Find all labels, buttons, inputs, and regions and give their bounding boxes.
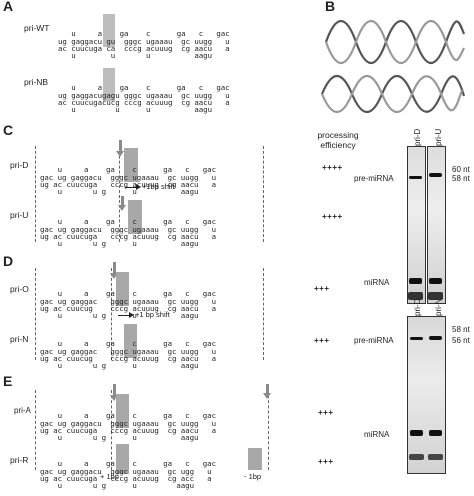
band-well	[428, 292, 443, 300]
size-marker: 56 nt	[452, 336, 470, 345]
cleavage-line-left	[35, 390, 36, 470]
highlight-ga-wt	[103, 14, 115, 47]
band-well	[409, 454, 424, 460]
band-pre-mirna	[409, 176, 422, 179]
band-pre-mirna	[429, 336, 442, 340]
cleavage-arrow-icon	[263, 384, 271, 399]
construct-label: pri-WT	[24, 23, 50, 33]
highlight-ga-d	[124, 148, 138, 182]
efficiency-value: +++	[318, 408, 334, 417]
gel-image-bottom	[407, 316, 446, 474]
gel-lane-label: pri-D	[413, 298, 422, 316]
band-pre-mirna	[429, 173, 442, 177]
gel-image-top-lane2	[427, 146, 446, 304]
panel-label-b: B	[325, 0, 336, 14]
cleavage-line-right	[263, 146, 264, 242]
size-marker: 60 nt	[452, 165, 470, 174]
efficiency-value: +++	[314, 284, 330, 293]
cleavage-arrow-icon	[118, 196, 126, 211]
shift-annotation-left: + 1bp	[100, 472, 119, 481]
gel-lane-label: pri-N	[434, 298, 443, 316]
band-mirna	[429, 430, 442, 436]
band-mirna	[410, 430, 423, 436]
construct-label: pri-R	[10, 455, 29, 465]
size-marker: 58 nt	[452, 325, 470, 334]
band-pre-mirna	[410, 337, 423, 340]
highlight-ga-n	[124, 324, 137, 358]
band-well	[408, 292, 423, 300]
shift-annotation: +1 bp shift	[118, 310, 170, 319]
cleavage-line-mid	[119, 146, 120, 242]
cleavage-line-left	[35, 268, 36, 360]
gel-label-pre: pre-miRNA	[354, 174, 394, 183]
highlight-ga-r-loop	[248, 448, 262, 470]
helix-diagram	[320, 20, 466, 114]
construct-label: pri-D	[10, 160, 29, 170]
gel-label-mirna: miRNA	[364, 278, 390, 287]
size-marker: 58 nt	[452, 174, 470, 183]
band-mirna	[429, 278, 442, 284]
efficiency-value: +++	[314, 336, 330, 345]
cleavage-arrow-icon	[116, 140, 124, 157]
panel-label-a: A	[3, 0, 14, 14]
construct-label: pri-A	[14, 406, 31, 415]
construct-label: pri-N	[10, 334, 29, 344]
cleavage-line-right	[263, 268, 264, 360]
cleavage-line-left	[35, 146, 36, 242]
panel-label-e: E	[3, 373, 13, 389]
cleavage-line-mid	[111, 268, 112, 360]
efficiency-value: +++	[318, 457, 334, 466]
cleavage-arrow-icon	[110, 262, 118, 279]
band-mirna	[409, 278, 422, 284]
cleavage-line-right	[268, 390, 269, 470]
highlight-ga-nb	[103, 68, 115, 101]
band-well	[428, 454, 443, 460]
cleavage-arrow-icon	[110, 384, 118, 401]
shift-annotation-right: - 1bp	[244, 472, 262, 481]
panel-label-c: C	[3, 122, 14, 138]
highlight-ga-u	[128, 200, 142, 234]
gel-lane-label: pri-U	[434, 128, 443, 146]
efficiency-value: ++++	[322, 212, 343, 221]
highlight-ga-o	[116, 272, 129, 306]
gel-image-top	[407, 146, 426, 304]
construct-label: pri-U	[10, 210, 29, 220]
construct-label: pri-O	[10, 284, 29, 294]
shift-annotation: +1bp shift	[125, 182, 175, 191]
highlight-ga-r	[116, 444, 129, 474]
cleavage-line-mid	[111, 390, 112, 470]
gel-lane-label: pri-D	[413, 128, 422, 146]
panel-label-d: D	[3, 253, 14, 269]
efficiency-value: ++++	[322, 163, 343, 172]
construct-label: pri-NB	[24, 77, 49, 87]
gel-label-mirna: miRNA	[364, 430, 390, 439]
gel-label-pre: pre-miRNA	[354, 336, 394, 345]
highlight-ga-a	[116, 394, 129, 428]
